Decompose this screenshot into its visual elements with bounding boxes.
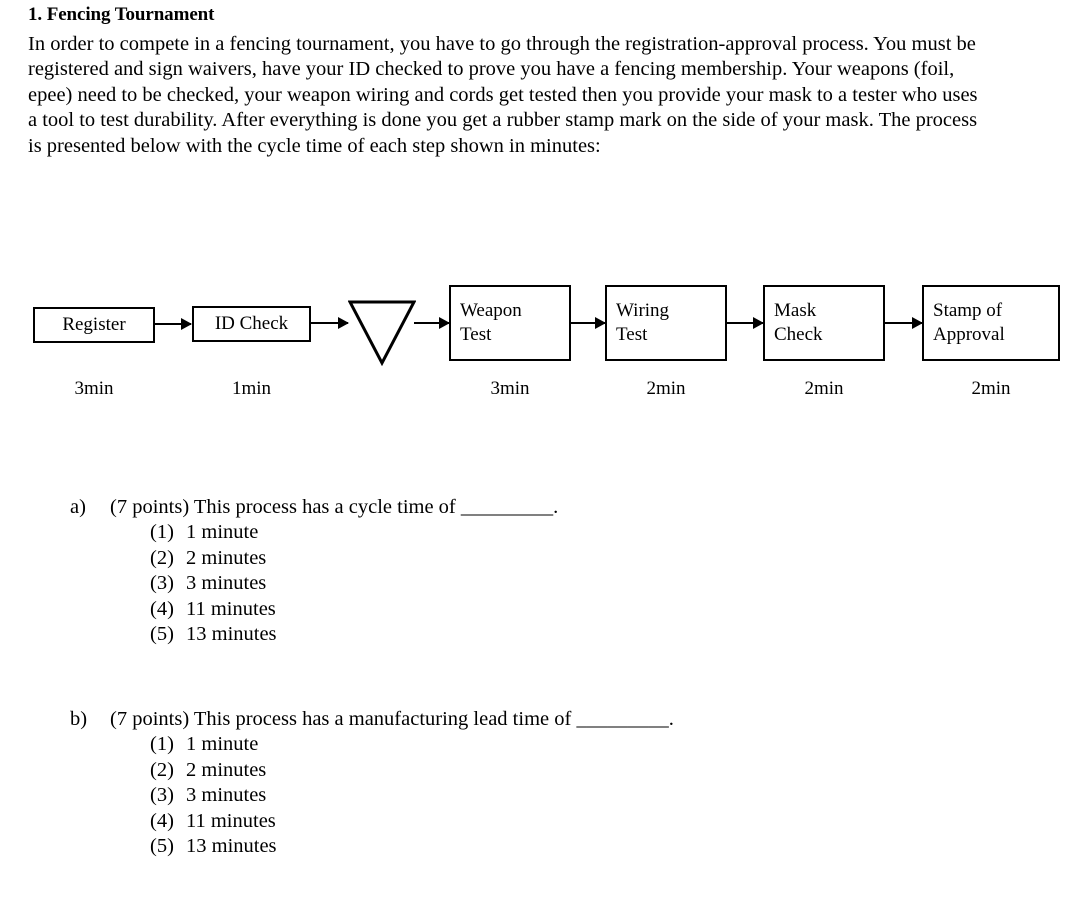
- process-flow-diagram: Register 3min ID Check 1min Weapon Test …: [0, 270, 1086, 410]
- process-step-label: Register: [62, 314, 126, 335]
- option-item[interactable]: (4) 11 minutes: [0, 809, 1086, 835]
- option-item[interactable]: (4) 11 minutes: [0, 597, 1086, 623]
- option-marker: (2): [150, 758, 174, 781]
- option-marker: (4): [150, 597, 174, 620]
- option-label: 11 minutes: [186, 597, 276, 620]
- option-label: 3 minutes: [186, 572, 267, 594]
- option-item[interactable]: (5) 13 minutes: [0, 622, 1086, 648]
- question-prompt-b: b) (7 points) This process has a manufac…: [0, 707, 1086, 732]
- process-step-id-check[interactable]: ID Check: [192, 306, 311, 342]
- question-letter: b): [70, 708, 88, 730]
- option-list-b: (1) 1 minute (2) 2 minutes (3) 3 minutes…: [0, 732, 1086, 860]
- arrow-wiring-test-to-mask-check: [727, 322, 763, 324]
- option-marker: (5): [150, 623, 174, 645]
- question-block-b: b) (7 points) This process has a manufac…: [0, 707, 1086, 860]
- option-label: 2 minutes: [186, 546, 267, 569]
- process-step-weapon-test[interactable]: Weapon Test: [449, 285, 571, 361]
- option-marker: (1): [150, 521, 174, 543]
- process-step-mask-check[interactable]: Mask Check: [763, 285, 885, 361]
- option-label: 2 minutes: [186, 758, 267, 781]
- cycle-time-stamp-of-approval: 2min: [971, 378, 1011, 399]
- page-title: 1. Fencing Tournament: [28, 4, 215, 25]
- question-letter: a): [70, 496, 86, 518]
- option-marker: (3): [150, 784, 174, 806]
- question-text: (7 points) This process has a cycle time…: [110, 496, 559, 518]
- option-list-a: (1) 1 minute (2) 2 minutes (3) 3 minutes…: [0, 520, 1086, 648]
- option-item[interactable]: (5) 13 minutes: [0, 834, 1086, 860]
- option-item[interactable]: (1) 1 minute: [0, 520, 1086, 546]
- option-item[interactable]: (2) 2 minutes: [0, 546, 1086, 572]
- option-marker: (5): [150, 835, 174, 857]
- process-step-label: Mask Check: [774, 300, 823, 345]
- question-text: (7 points) This process has a manufactur…: [110, 708, 674, 730]
- question-prompt-a: a) (7 points) This process has a cycle t…: [0, 495, 1086, 520]
- arrow-id-check-to-buffer: [311, 322, 348, 324]
- option-marker: (1): [150, 733, 174, 755]
- cycle-time-wiring-test: 2min: [646, 378, 686, 399]
- question-block-a: a) (7 points) This process has a cycle t…: [0, 495, 1086, 648]
- option-marker: (4): [150, 809, 174, 832]
- option-label: 3 minutes: [186, 784, 267, 806]
- option-label: 13 minutes: [186, 835, 277, 857]
- process-step-register[interactable]: Register: [33, 307, 155, 343]
- process-step-label: Weapon Test: [460, 300, 522, 345]
- arrow-register-to-id-check: [155, 323, 191, 325]
- option-marker: (2): [150, 546, 174, 569]
- cycle-time-weapon-test: 3min: [490, 378, 530, 399]
- inventory-triangle-icon[interactable]: [348, 300, 416, 366]
- option-item[interactable]: (3) 3 minutes: [0, 783, 1086, 809]
- cycle-time-id-check: 1min: [231, 378, 272, 399]
- cycle-time-register: 3min: [74, 378, 114, 399]
- option-item[interactable]: (2) 2 minutes: [0, 758, 1086, 784]
- process-step-label: Wiring Test: [616, 300, 670, 345]
- intro-paragraph: In order to compete in a fencing tournam…: [28, 33, 978, 157]
- option-item[interactable]: (1) 1 minute: [0, 732, 1086, 758]
- process-step-stamp-of-approval[interactable]: Stamp of Approval: [922, 285, 1060, 361]
- option-label: 1 minute: [186, 521, 259, 543]
- process-step-label: Stamp of Approval: [933, 300, 1005, 345]
- option-label: 13 minutes: [186, 623, 277, 645]
- process-step-wiring-test[interactable]: Wiring Test: [605, 285, 727, 361]
- process-step-label: ID Check: [214, 313, 289, 334]
- option-label: 11 minutes: [186, 809, 276, 832]
- arrow-mask-check-to-stamp-of-approval: [885, 322, 922, 324]
- option-item[interactable]: (3) 3 minutes: [0, 571, 1086, 597]
- arrow-weapon-test-to-wiring-test: [571, 322, 605, 324]
- cycle-time-mask-check: 2min: [804, 378, 844, 399]
- option-label: 1 minute: [186, 733, 259, 755]
- arrow-buffer-to-weapon-test: [414, 322, 449, 324]
- option-marker: (3): [150, 572, 174, 594]
